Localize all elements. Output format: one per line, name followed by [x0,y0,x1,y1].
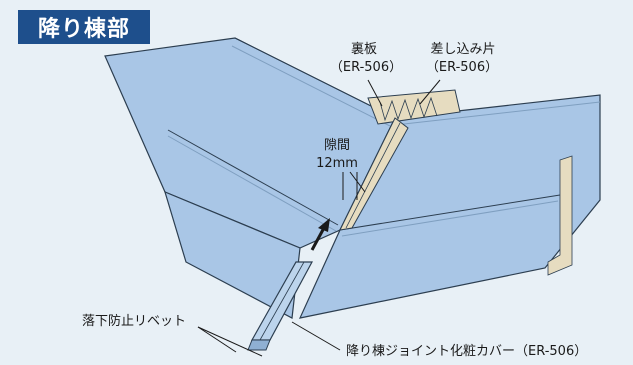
right-insert-strip [547,155,573,276]
right-panel-seam [339,194,561,231]
joint-cover-end [247,339,271,351]
right-panel-seam-b [341,200,559,237]
left-lower-panel [164,190,301,319]
back-plate-code-label: （ER-506） [329,60,403,75]
left-panel-ridge-edge [234,37,396,119]
leader-insert-piece [419,79,441,105]
page-title: 降り棟部 [18,10,150,44]
gap-label: 隙間 [323,138,350,153]
leader-cover [291,321,341,351]
left-panel-ridge-edge-b [231,45,391,127]
leader-back-plate [367,79,383,107]
gap-value-label: 12mm [316,156,358,171]
right-panel-top-edge [394,101,601,126]
hip-channel-inner [345,122,401,229]
rivet-label: 落下防止リベット [82,314,187,329]
leader-rivet-2 [197,326,263,357]
back-plate-label: 裏板 [350,42,377,57]
slide-arrow-shaft [310,225,327,251]
left-panel-seam-1 [167,129,339,226]
slide-arrow-head [318,218,330,232]
left-panel-seam-1b [167,135,337,232]
joint-cover-ridge [259,261,305,341]
insert-piece-code-label: （ER-506） [425,60,499,75]
insert-piece-ribs [379,96,438,122]
insert-piece-label: 差し込み片 [430,42,496,57]
cover-label: 降り棟ジョイント化粧カバー（ER-506） [346,344,588,359]
back-plate [367,89,461,125]
leader-rivet-1 [197,326,237,353]
